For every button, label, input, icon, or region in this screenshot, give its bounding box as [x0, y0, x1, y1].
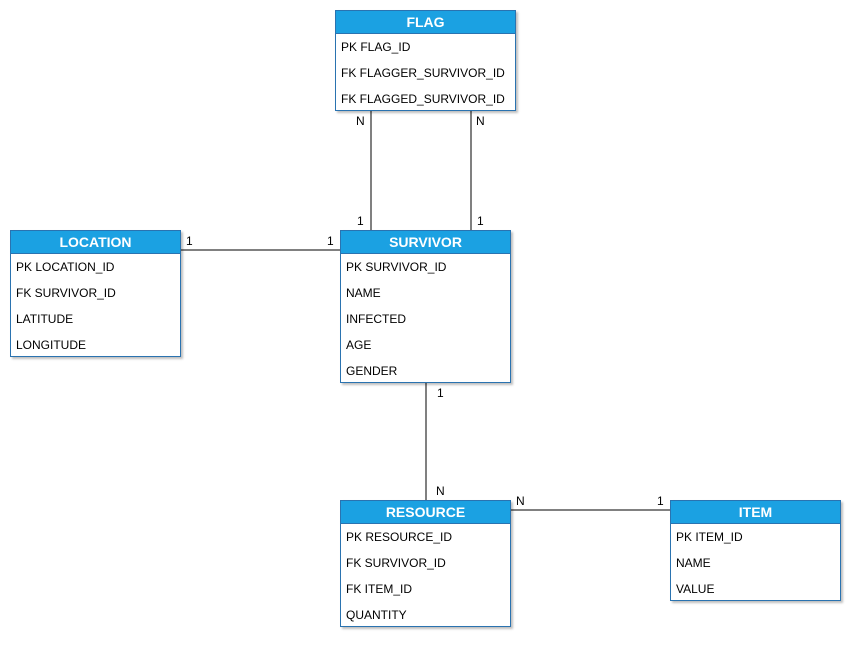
- cardinality-label: 1: [477, 214, 484, 228]
- cardinality-label: 1: [327, 234, 334, 248]
- entity-flag[interactable]: FLAG PK FLAG_ID FK FLAGGER_SURVIVOR_ID F…: [335, 10, 516, 111]
- entity-field: PK ITEM_ID: [676, 530, 743, 544]
- entity-survivor[interactable]: SURVIVOR PK SURVIVOR_ID NAME INFECTED AG…: [340, 230, 511, 383]
- cardinality-label: N: [476, 114, 485, 128]
- cardinality-label: 1: [186, 234, 193, 248]
- entity-field: FK SURVIVOR_ID: [346, 556, 446, 570]
- entity-field: VALUE: [676, 582, 715, 596]
- entity-field: FK FLAGGED_SURVIVOR_ID: [341, 92, 505, 106]
- entity-item[interactable]: ITEM PK ITEM_ID NAME VALUE: [670, 500, 841, 601]
- entity-field: LATITUDE: [16, 312, 74, 326]
- entity-location[interactable]: LOCATION PK LOCATION_ID FK SURVIVOR_ID L…: [10, 230, 181, 357]
- entity-resource[interactable]: RESOURCE PK RESOURCE_ID FK SURVIVOR_ID F…: [340, 500, 511, 627]
- entity-field: LONGITUDE: [16, 338, 87, 352]
- entity-field: PK LOCATION_ID: [16, 260, 115, 274]
- entity-title: LOCATION: [11, 231, 180, 254]
- entity-field: FK SURVIVOR_ID: [16, 286, 116, 300]
- entity-field: NAME: [346, 286, 381, 300]
- entity-field: GENDER: [346, 364, 398, 378]
- entity-field: AGE: [346, 338, 372, 352]
- entity-field: FK ITEM_ID: [346, 582, 413, 596]
- entity-field: PK SURVIVOR_ID: [346, 260, 447, 274]
- entity-field: PK RESOURCE_ID: [346, 530, 453, 544]
- entity-field: INFECTED: [346, 312, 406, 326]
- cardinality-label: 1: [437, 386, 444, 400]
- entity-title: FLAG: [336, 11, 515, 34]
- entity-title: ITEM: [671, 501, 840, 524]
- cardinality-label: N: [436, 484, 445, 498]
- entity-title: RESOURCE: [341, 501, 510, 524]
- entity-field: FK FLAGGER_SURVIVOR_ID: [341, 66, 505, 80]
- cardinality-label: 1: [357, 214, 364, 228]
- cardinality-label: N: [516, 494, 525, 508]
- entity-field: PK FLAG_ID: [341, 40, 411, 54]
- entity-field: NAME: [676, 556, 711, 570]
- cardinality-label: 1: [657, 494, 664, 508]
- entity-field: QUANTITY: [346, 608, 407, 622]
- cardinality-label: N: [356, 114, 365, 128]
- entity-title: SURVIVOR: [341, 231, 510, 254]
